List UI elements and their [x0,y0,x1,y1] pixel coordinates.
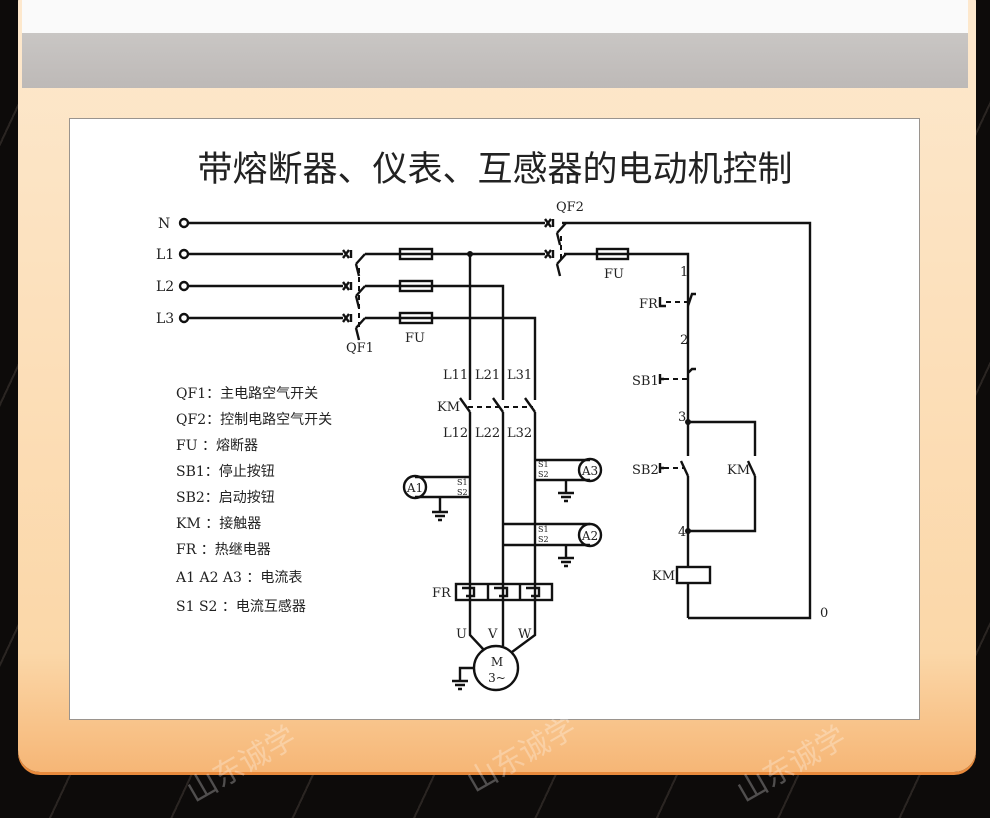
control-labels: 1 2 3 4 0 FR SB1 SB2 KM KM [632,265,828,621]
node-4-label: 4 [678,525,686,540]
node-1-label: 1 [680,265,688,280]
node-0-label: 0 [820,606,828,621]
legend-item: SB1：停止按钮 [176,463,275,480]
terminal-labels: N L1 L2 L3 [156,216,174,327]
terminal-l3-label: L3 [156,311,174,327]
neutral-wire [188,221,812,620]
km-main-labels: L11 L21 L31 KM L12 L22 L32 [437,368,532,441]
marble-strip [22,0,968,88]
qf1-label: QF1 [346,341,374,356]
fr-ctrl-label: FR [639,297,659,312]
a2-label: A2 [581,529,598,543]
w-label: W [518,627,532,642]
sb1-stop-button [658,367,696,384]
ct-a2-s1-label: S1 [538,525,549,534]
phase-wires-input [188,252,343,320]
phase-wires-fused [365,252,545,400]
fu-main-label: FU [405,331,425,346]
ct-a3: A3 S1 S2 [535,457,603,503]
fr-thermal-element [454,582,554,602]
km-main-contacts [459,397,536,413]
motor: M 3~ [452,644,520,692]
fr-nc-contact [658,292,696,308]
ct-a3-s2-label: S2 [538,470,549,479]
diagram-title: 带熔断器、仪表、互感器的电动机控制 [197,150,792,190]
legend-item: SB2：启动按钮 [176,490,275,506]
legend: QF1：主电路空气开关 QF2：控制电路空气开关 FU ：熔断器 SB1：停止按… [175,386,332,615]
l11-label: L11 [443,368,468,383]
km-coil-label: KM [652,569,675,584]
legend-item: FU ：熔断器 [176,438,258,454]
legend-item: S1 S2 ：电流互感器 [176,598,306,615]
legend-item: A1 A2 A3 ：电流表 [175,570,302,586]
sb1-label: SB1 [632,374,659,389]
terminal-l2-label: L2 [156,279,174,295]
node-3-label: 3 [678,410,686,425]
l31-label: L31 [507,368,532,383]
ct-a1: A1 S1 S2 [402,474,470,522]
terminal-circles [178,217,190,324]
ct-a1-s2-label: S2 [457,488,468,497]
v-label: V [487,627,498,642]
terminal-n-label: N [158,216,170,232]
fu-ctrl-label: FU [604,267,624,282]
control-feed-wire [564,252,690,296]
u-label: U [456,627,467,642]
sb2-start-button [658,460,690,477]
motor-phase-wires [468,412,537,653]
terminal-l1-label: L1 [156,247,174,263]
km-coil [675,565,712,585]
legend-item: QF2：控制电路空气开关 [176,412,332,428]
control-wires [686,306,757,618]
qf2-breaker [544,218,567,277]
ct-a1-s1-label: S1 [457,478,468,487]
qf2-label: QF2 [556,200,584,215]
diagram-paper [69,118,920,720]
control-fuse [595,247,630,261]
l32-label: L32 [507,426,532,441]
ct-a2: A2 S1 S2 [503,522,603,568]
l22-label: L22 [475,426,500,441]
a3-label: A3 [581,464,598,478]
fr-main-label: FR [432,586,452,601]
km-aux-label: KM [727,463,750,478]
legend-item: KM ：接触器 [176,515,261,532]
main-fuses [398,247,434,325]
ct-a3-s1-label: S1 [538,460,549,469]
node-2-label: 2 [680,333,688,348]
legend-item: FR ：热继电器 [176,542,271,558]
km-main-label: KM [437,400,460,415]
l12-label: L12 [443,426,468,441]
a1-label: A1 [406,481,423,495]
legend-item: QF1：主电路空气开关 [176,386,318,402]
motor-m-label: M [491,655,503,669]
ct-a2-s2-label: S2 [538,535,549,544]
phase-labels: U V W [456,627,532,642]
l21-label: L21 [475,368,500,383]
sb2-label: SB2 [632,463,659,478]
motor-3phase-label: 3~ [488,671,506,685]
qf1-breaker [342,249,366,341]
km-aux-contact [746,460,757,477]
